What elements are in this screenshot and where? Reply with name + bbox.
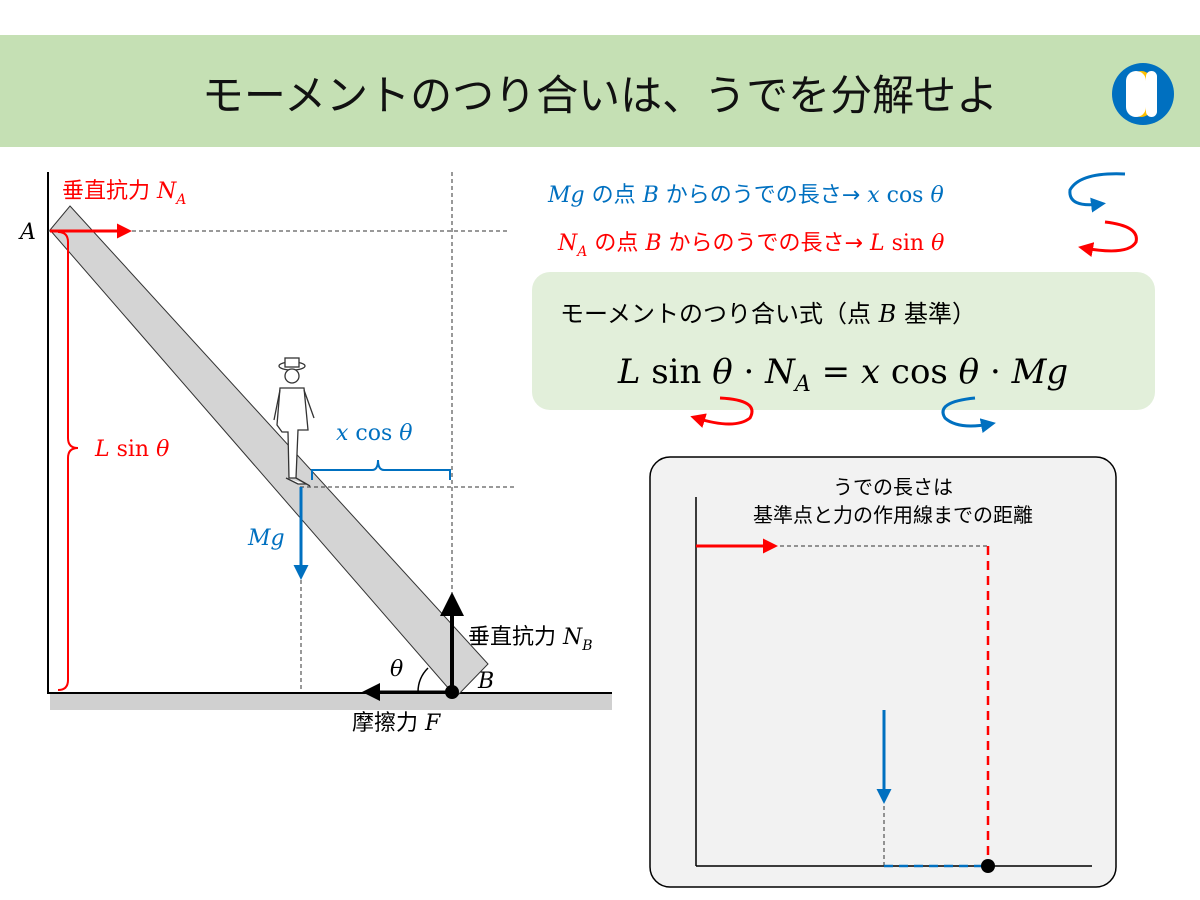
equation-box bbox=[532, 272, 1155, 410]
person-figure bbox=[273, 357, 315, 487]
moment-equation: L sin θ · NA = x cos θ · Mg bbox=[617, 352, 1068, 397]
equation-heading: モーメントのつり合い式（点 B 基準） bbox=[560, 300, 976, 328]
clockwise-arrow-icon bbox=[1068, 172, 1126, 213]
brand-logo bbox=[1112, 63, 1174, 125]
label-A: A bbox=[18, 220, 36, 245]
angle-arc bbox=[417, 667, 429, 693]
Mg-label: Mg bbox=[247, 526, 285, 551]
x-cos-brace bbox=[311, 459, 451, 480]
label-B: B bbox=[477, 669, 494, 694]
inset-line1: うでの長さは bbox=[833, 475, 953, 499]
inset-line2: 基準点と力の作用線までの距離 bbox=[753, 503, 1033, 527]
counterclockwise-arrow-icon bbox=[1078, 220, 1138, 257]
note-NA-arm: NA の点 B からのうでの長さ→ L sin θ bbox=[557, 231, 944, 260]
x-cos-label: x cos θ bbox=[336, 421, 413, 446]
inset-pivot bbox=[981, 859, 995, 873]
header-band bbox=[0, 35, 1200, 147]
normal-force-A-label: 垂直抗力 NA bbox=[62, 179, 186, 208]
normal-force-B-label: 垂直抗力 NB bbox=[468, 625, 593, 654]
note-Mg-arm: Mg の点 B からのうでの長さ→ x cos θ bbox=[547, 183, 944, 208]
pivot-B bbox=[445, 685, 459, 699]
inset-panel bbox=[649, 456, 1117, 888]
clockwise-arrow-icon bbox=[941, 396, 996, 434]
theta-label: θ bbox=[390, 657, 403, 682]
L-sin-label: L sin θ bbox=[94, 437, 169, 462]
floor bbox=[50, 693, 612, 710]
L-sin-brace bbox=[57, 231, 79, 691]
friction-label: 摩擦力 F bbox=[352, 711, 441, 736]
counterclockwise-arrow-icon bbox=[690, 396, 754, 428]
page-title: モーメントのつり合いは、うでを分解せよ bbox=[202, 71, 998, 120]
